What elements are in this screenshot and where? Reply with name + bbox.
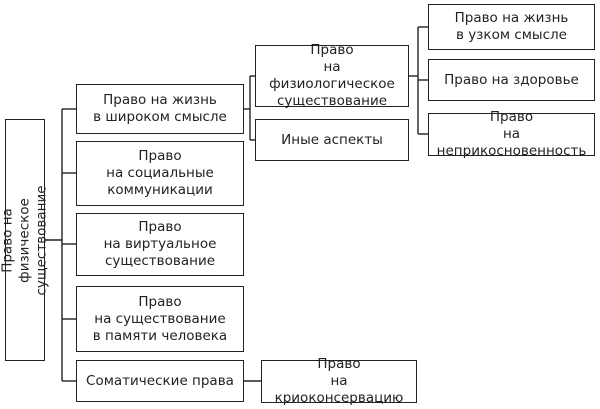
- node-root-label: Право на физическое существование: [0, 184, 50, 296]
- node-virtual-label: Право на виртуальное существование: [103, 219, 217, 269]
- node-broad-label: Право на жизнь в широком смысле: [93, 92, 227, 125]
- node-right-to-life-narrow: Право на жизнь в узком смысле: [428, 4, 595, 50]
- node-memory-label: Право на существование в памяти человека: [92, 293, 228, 344]
- node-narrow-label: Право на жизнь в узком смысле: [454, 10, 569, 43]
- node-physio-label: Право на физиологическое существование: [269, 42, 395, 109]
- node-right-to-inviolability: Право на неприкосновенность: [428, 109, 595, 159]
- node-somatic-rights: Соматические права: [76, 360, 244, 402]
- node-other-aspects: Иные аспекты: [255, 119, 409, 161]
- node-social-communications: Право на социальные коммуникации: [76, 141, 244, 206]
- node-existence-in-memory: Право на существование в памяти человека: [76, 286, 244, 352]
- node-social-label: Право на социальные коммуникации: [106, 148, 214, 198]
- node-root-physical-existence: Право на физическое существование: [0, 119, 50, 361]
- node-virtual-existence: Право на виртуальное существование: [76, 213, 244, 276]
- node-right-to-life-broad: Право на жизнь в широком смысле: [76, 84, 244, 134]
- node-cryopreservation: Право на криоконсервацию: [261, 356, 417, 406]
- node-inviolability-label: Право на неприкосновенность: [436, 109, 587, 159]
- node-right-to-health: Право на здоровье: [428, 59, 595, 101]
- node-somatic-label: Соматические права: [86, 372, 234, 389]
- node-cryo-label: Право на криоконсервацию: [274, 356, 404, 406]
- node-physiological-existence: Право на физиологическое существование: [255, 42, 409, 109]
- node-other-label: Иные аспекты: [281, 131, 383, 148]
- node-health-label: Право на здоровье: [444, 71, 579, 88]
